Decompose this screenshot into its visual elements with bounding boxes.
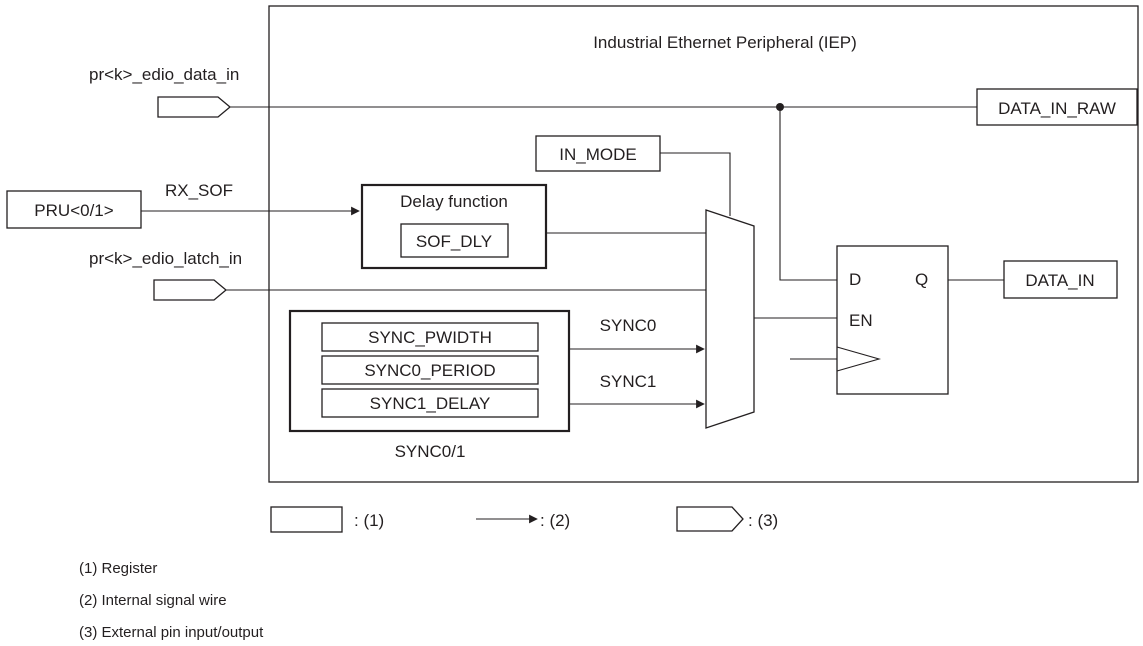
iep-title: Industrial Ethernet Peripheral (IEP) [593,33,857,52]
sync-pwidth-register [321,322,539,352]
pru-label: PRU<0/1> [34,201,113,220]
sync1-label: SYNC1 [600,372,657,391]
flipflop-d-label: D [849,270,861,289]
data-in-raw-register [976,88,1138,126]
data-in-raw-label: DATA_IN_RAW [998,99,1116,118]
rx-sof-label: RX_SOF [165,181,233,200]
sync-group-label: SYNC0/1 [395,442,466,461]
latch-flipflop [836,245,949,395]
in-mode-to-mux-wire [660,152,731,216]
latch-in-pin-shape [153,279,228,301]
clock-triangle [836,346,882,372]
note-pin: (3) External pin input/output [79,624,264,641]
sync0-label: SYNC0 [600,316,657,335]
flipflop-q-label: Q [915,270,928,289]
pru-register [6,190,142,229]
legend-register-label: : (1) [354,511,384,530]
legend-pin-shape [676,506,744,532]
data-in-pin-label: pr<k>_edio_data_in [89,65,239,84]
sync0-period-register [321,355,539,385]
in-mode-register [535,135,661,172]
note-register: (1) Register [79,560,157,577]
note-wire: (2) Internal signal wire [79,592,227,609]
delay-function-label: Delay function [400,192,508,211]
legend-pin-label: : (3) [748,511,778,530]
data-to-d-wire [779,107,837,281]
data-in-register [1003,260,1118,299]
sync0-period-label: SYNC0_PERIOD [364,361,495,380]
latch-in-pin-label: pr<k>_edio_latch_in [89,249,242,268]
sof-dly-register [400,223,509,258]
flipflop-en-label: EN [849,311,873,330]
sof-dly-label: SOF_DLY [416,232,492,251]
sync1-delay-register [321,388,539,418]
input-mux [705,209,755,429]
sync1-delay-label: SYNC1_DELAY [370,394,491,413]
sync-pwidth-label: SYNC_PWIDTH [368,328,492,347]
data-in-pin-shape [157,96,232,118]
legend-wire-label: : (2) [540,511,570,530]
data-in-label: DATA_IN [1025,271,1094,290]
legend-register-shape [270,506,343,533]
in-mode-label: IN_MODE [559,145,636,164]
